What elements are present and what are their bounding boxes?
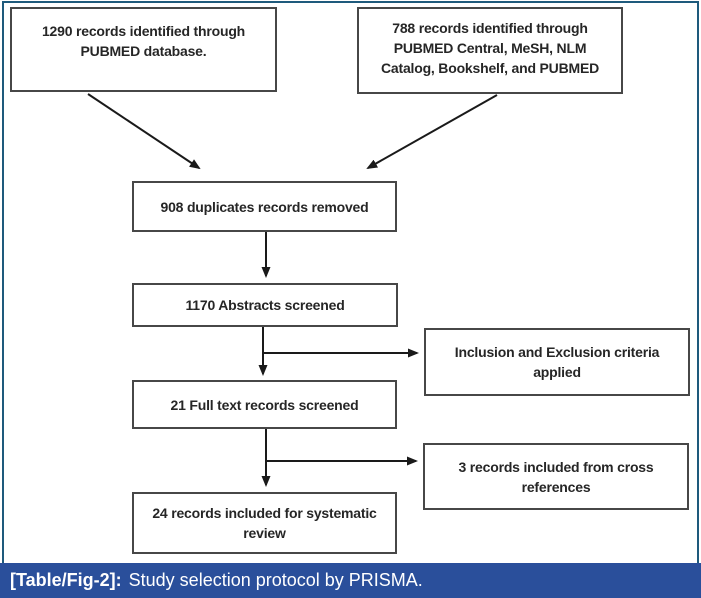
caption-text: Study selection protocol by PRISMA. [128,570,423,590]
node-records-other-sources: 788 records identified through PUBMED Ce… [357,7,623,94]
node-fulltext-screened: 21 Full text records screened [132,380,397,429]
node-records-pubmed-text: 1290 records identified through PUBMED d… [41,23,246,59]
node-included-review-text: 24 records included for systematic revie… [152,505,377,541]
node-cross-references-text: 3 records included from cross references [458,458,654,495]
node-cross-references: 3 records included from cross references [423,443,689,510]
node-fulltext-screened-text: 21 Full text records screened [170,396,359,413]
node-included-review: 24 records included for systematic revie… [132,492,397,554]
node-records-other-sources-text: 788 records identified through PUBMED Ce… [380,20,600,76]
node-criteria-applied-text: Inclusion and Exclusion criteria applied [454,344,660,380]
node-duplicates-removed-text: 908 duplicates records removed [160,198,369,215]
node-abstracts-screened-text: 1170 Abstracts screened [185,297,345,313]
node-criteria-applied: Inclusion and Exclusion criteria applied [424,328,690,396]
node-abstracts-screened: 1170 Abstracts screened [132,283,398,327]
caption-label: [Table/Fig-2]: [10,570,122,590]
arrow-other-sources-to-duplicates [366,94,498,169]
node-duplicates-removed: 908 duplicates records removed [132,181,397,232]
figure-caption: [Table/Fig-2]: Study selection protocol … [0,563,701,598]
arrow-pubmed-to-duplicates [87,93,201,170]
node-records-pubmed: 1290 records identified through PUBMED d… [10,7,277,92]
